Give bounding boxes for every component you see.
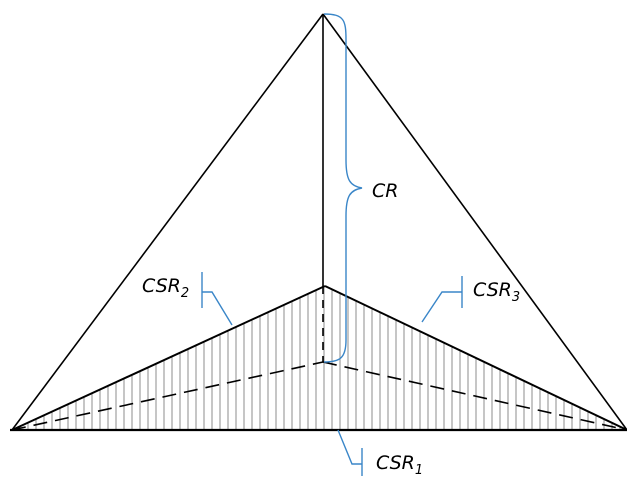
outer-triangle-right-edge (322, 13, 627, 431)
csr1-label-base: CSR (376, 452, 415, 474)
inner-right-edge (324, 285, 627, 431)
hidden-right-edge (322, 361, 627, 431)
csr2-leader (202, 291, 233, 326)
csr3-leader (421, 291, 462, 323)
inner-left-edge (11, 285, 326, 431)
hidden-left-edge (11, 361, 324, 431)
csr3-label-sub: 3 (512, 290, 520, 305)
csr1-leader (337, 429, 362, 465)
cr-label: CR (372, 180, 398, 202)
hatched-base-face (12, 286, 627, 430)
csr3-label-base: CSR (473, 279, 512, 301)
csr3-label: CSR3 (473, 279, 520, 305)
cr-brace (323, 13, 363, 363)
csr2-label-base: CSR (142, 275, 181, 297)
csr2-label: CSR2 (142, 275, 189, 301)
csr1-label: CSR1 (376, 452, 423, 477)
csr2-label-sub: 2 (181, 286, 189, 301)
outer-triangle-left-edge (11, 13, 324, 431)
csr1-label-sub: 1 (415, 463, 423, 477)
